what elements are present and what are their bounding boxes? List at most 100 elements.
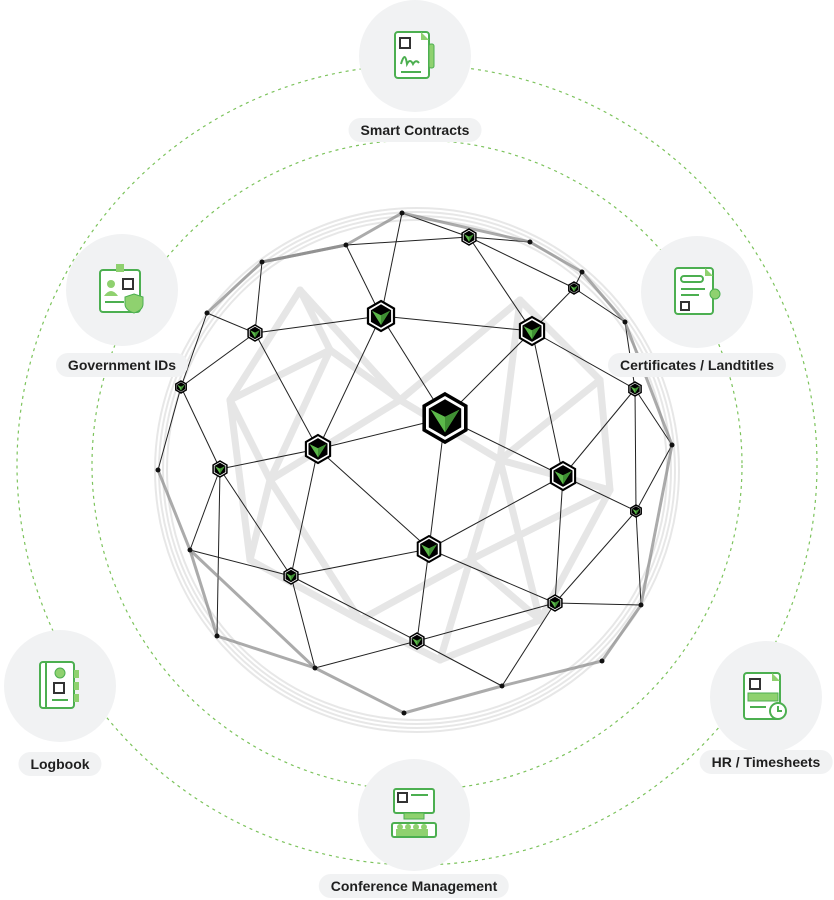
sphere-edge (468, 236, 533, 332)
blockchain-node-icon (366, 299, 396, 333)
sphere-edge (188, 548, 317, 670)
sphere-edge (216, 634, 316, 670)
sphere-edge (635, 444, 673, 512)
sphere-vertices (155, 210, 675, 716)
back-edge (356, 556, 474, 624)
sphere-edge (580, 271, 627, 323)
sphere-edge (180, 386, 221, 470)
sphere-edge (314, 666, 405, 715)
sphere-edge (554, 510, 637, 604)
vertex-dot (622, 319, 628, 325)
sphere-edge (188, 549, 219, 637)
blockchain-nodes (175, 228, 642, 650)
vertex-dot (343, 242, 349, 248)
sphere-edge (501, 602, 556, 687)
feature-bubble (358, 759, 470, 871)
sphere-edge (416, 602, 556, 642)
feature-bubble (641, 236, 753, 348)
blockchain-node-icon (416, 534, 442, 564)
sphere-edge (428, 475, 564, 550)
timesheet-icon (743, 672, 787, 720)
back-edge (266, 476, 364, 624)
sphere-edge (216, 468, 221, 637)
blockchain-node-icon (175, 380, 187, 394)
feature-bubble (359, 0, 471, 112)
sphere-edge (157, 386, 182, 471)
vertex-dot (155, 467, 161, 473)
blockchain-node-icon (304, 433, 332, 465)
sphere-edge (428, 548, 556, 604)
back-edge (436, 556, 474, 664)
sphere-edge (261, 243, 347, 264)
feature-bubble (4, 630, 116, 742)
sphere-edge (529, 240, 583, 274)
sphere-edge (345, 211, 403, 247)
back-edge (596, 376, 614, 494)
vertex-dot (527, 239, 533, 245)
vertex-dot (638, 602, 644, 608)
back-edge (436, 616, 544, 664)
blockchain-node-icon (630, 504, 642, 518)
sphere-edge (531, 330, 636, 390)
sphere-edge (635, 510, 642, 606)
sphere-rim (154, 207, 680, 733)
sphere-edge (254, 261, 263, 334)
back-edge (296, 286, 404, 404)
sphere-edge (180, 332, 256, 388)
sphere-edge (189, 468, 221, 551)
logbook-icon (39, 661, 79, 709)
back-edge (226, 346, 334, 404)
sphere-edge (600, 604, 643, 662)
sphere-edge (634, 388, 637, 512)
back-edge (466, 486, 614, 564)
feature-bubble (710, 641, 822, 753)
feature-label: Logbook (18, 752, 102, 776)
sphere-edge (290, 575, 418, 642)
blockchain-node-icon (518, 315, 546, 347)
vertex-dot (187, 547, 193, 553)
sphere-edge (317, 448, 430, 550)
sphere-edge (401, 211, 531, 244)
sphere-edge (206, 312, 256, 334)
sphere-front-edges (156, 211, 674, 715)
back-edge (246, 476, 274, 564)
vertex-dot (599, 658, 605, 664)
sphere-edge (562, 388, 636, 477)
back-edge (466, 456, 504, 564)
feature-label: Conference Management (318, 874, 510, 898)
sphere-edge (639, 444, 674, 606)
id-card-icon (99, 264, 144, 314)
blockchain-node-icon (422, 391, 468, 445)
back-edge (296, 286, 334, 354)
blockchain-node-icon (568, 281, 580, 295)
sphere-edge (416, 548, 430, 642)
sphere-edge (380, 315, 533, 332)
sphere-edge (219, 448, 319, 470)
sphere-edge (554, 602, 642, 606)
sphere-edge (180, 312, 208, 388)
outer-orbit-ring (16, 64, 818, 866)
blockchain-node-icon (409, 632, 425, 650)
feature-label: Certificates / Landtitles (607, 353, 787, 377)
sphere-edge (189, 549, 292, 577)
feature-bubble (66, 234, 178, 346)
blockchain-node-icon (628, 381, 642, 397)
feature-label: Government IDs (55, 353, 189, 377)
sphere-edge (254, 315, 382, 334)
sphere-edge (290, 548, 430, 577)
certificate-icon (674, 267, 721, 315)
blockchain-node-icon (283, 567, 299, 585)
vertex-dot (259, 259, 265, 265)
blockchain-node-icon (247, 324, 263, 342)
back-edge (326, 346, 404, 404)
conference-icon (391, 788, 437, 838)
vertex-dot (401, 710, 407, 716)
signed-contract-icon (394, 31, 435, 79)
blockchain-node-icon (547, 594, 563, 612)
sphere-edge (531, 330, 564, 477)
inner-orbit-ring (91, 139, 743, 791)
back-edge (266, 396, 404, 484)
vertex-dot (579, 269, 585, 275)
back-edge (496, 376, 604, 464)
